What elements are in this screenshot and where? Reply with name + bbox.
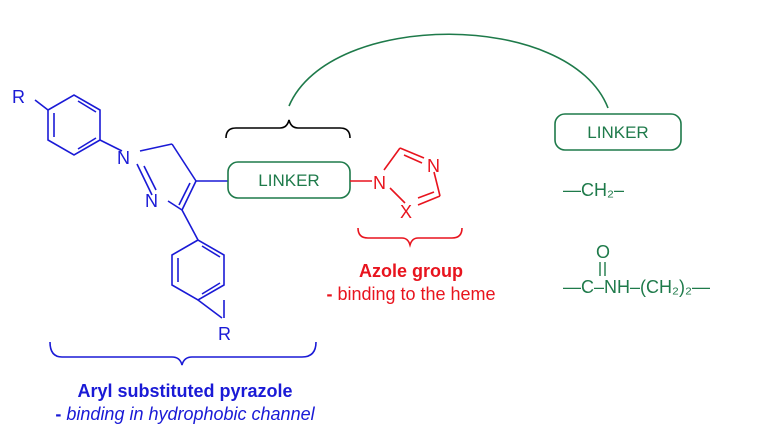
azole-n2-label: N	[427, 156, 440, 176]
azole-caption-dash: -	[326, 284, 337, 304]
azole-n1-label: N	[373, 173, 386, 193]
aryl-brace	[49, 341, 317, 366]
linker-option-carbonyl-o: O	[596, 242, 610, 262]
azole-caption-desc: binding to the heme	[337, 284, 495, 304]
pyrazole-n1-label: N	[117, 148, 130, 168]
aryl-caption-dash: -	[55, 404, 66, 424]
linker-arc	[288, 33, 609, 109]
linker-legend-box	[554, 113, 682, 151]
linker-box	[227, 161, 351, 199]
aryl-caption-title: Aryl substituted pyrazole	[77, 381, 292, 401]
azole-brace	[357, 227, 463, 248]
pyrazole-n2-label: N	[145, 191, 158, 211]
azole-ring-structure	[383, 147, 441, 206]
r-top-label: R	[12, 87, 25, 107]
azole-caption-line: - binding to the heme	[326, 284, 495, 304]
linker-box-label: LINKER	[258, 171, 319, 190]
aryl-caption-line: - binding in hydrophobic channel	[55, 404, 315, 424]
aryl-pyrazole-structure	[34, 94, 228, 319]
top-phenyl-ring	[47, 94, 101, 156]
bottom-phenyl-ring	[171, 239, 225, 301]
aryl-caption-desc: binding in hydrophobic channel	[66, 404, 315, 424]
linker-legend-label: LINKER	[587, 123, 648, 142]
linker-option-ch2: —CH₂–	[563, 180, 624, 200]
r-bottom-label: R	[218, 324, 231, 344]
azole-caption-title: Azole group	[359, 261, 463, 281]
linker-brace	[225, 119, 351, 139]
azole-x-label: X	[400, 202, 412, 222]
linker-option-amide: —C–NH–(CH₂)₂—	[563, 277, 710, 297]
